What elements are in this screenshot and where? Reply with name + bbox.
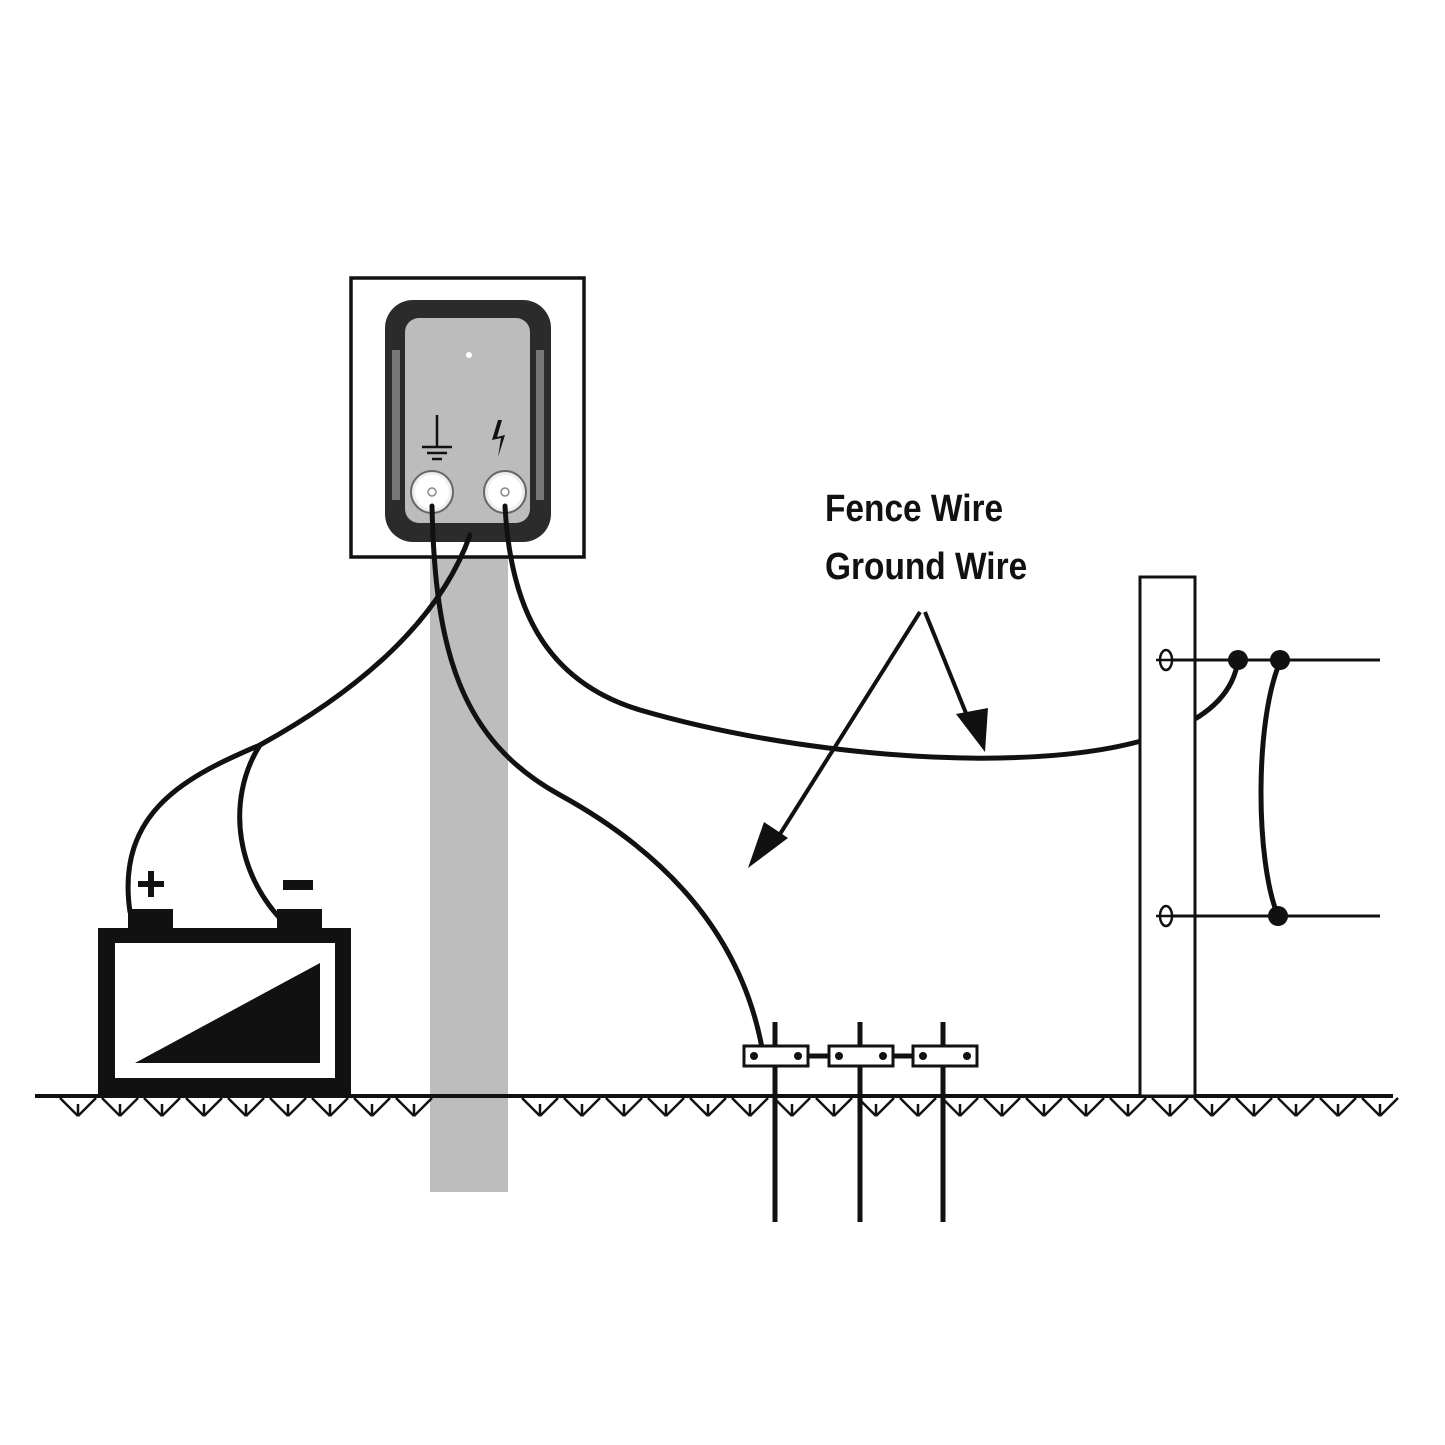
hatch-mark <box>959 1097 979 1117</box>
ground-hatching <box>59 1097 1399 1117</box>
mounting-post <box>430 557 508 1192</box>
hatch-mark <box>731 1097 751 1117</box>
negative-symbol <box>283 880 313 890</box>
hatch-mark <box>689 1097 709 1117</box>
positive-symbol <box>138 871 164 897</box>
hatch-mark <box>101 1097 121 1117</box>
hatch-mark <box>815 1097 835 1117</box>
hatch-mark <box>521 1097 541 1117</box>
hatch-mark <box>665 1097 685 1117</box>
hatch-mark <box>1319 1097 1339 1117</box>
hatch-mark <box>1169 1097 1189 1117</box>
hatch-mark <box>1277 1097 1297 1117</box>
hatch-mark <box>1067 1097 1087 1117</box>
hatch-mark <box>59 1097 79 1117</box>
ground-wire-label: Ground Wire <box>825 546 1028 588</box>
hatch-mark <box>749 1097 769 1117</box>
hatch-mark <box>605 1097 625 1117</box>
fence-wire-label: Fence Wire <box>825 488 1004 530</box>
rod-clamps <box>742 1044 979 1068</box>
battery <box>98 871 351 1094</box>
insulators <box>1156 648 1176 928</box>
hatch-mark <box>413 1097 433 1117</box>
hatch-mark <box>1235 1097 1255 1117</box>
hatch-mark <box>227 1097 247 1117</box>
hatch-mark <box>983 1097 1003 1117</box>
ground-wire <box>429 503 765 1051</box>
hatch-mark <box>707 1097 727 1117</box>
hatch-mark <box>1193 1097 1213 1117</box>
hatch-mark <box>77 1097 97 1117</box>
hatch-mark <box>287 1097 307 1117</box>
label-arrows <box>748 610 988 868</box>
connection-points <box>1228 650 1290 926</box>
hatch-mark <box>1211 1097 1231 1117</box>
battery-positive-wire <box>125 532 473 915</box>
hatch-mark <box>1151 1097 1171 1117</box>
hatch-mark <box>185 1097 205 1117</box>
hatch-mark <box>161 1097 181 1117</box>
hatch-mark <box>143 1097 163 1117</box>
lightning-bolt-icon <box>492 420 505 457</box>
ground-symbol-icon <box>422 415 452 461</box>
hatch-mark <box>1379 1097 1399 1117</box>
hatch-mark <box>1295 1097 1315 1117</box>
hatch-mark <box>1253 1097 1273 1117</box>
hatch-mark <box>119 1097 139 1117</box>
hatch-mark <box>875 1097 895 1117</box>
hatch-mark <box>269 1097 289 1117</box>
fence-terminal <box>483 470 527 514</box>
energizer-device <box>385 300 551 542</box>
fence-wire <box>502 503 1241 761</box>
hatch-mark <box>353 1097 373 1117</box>
hatch-mark <box>917 1097 937 1117</box>
hatch-mark <box>329 1097 349 1117</box>
hatch-mark <box>1127 1097 1147 1117</box>
hatch-mark <box>1109 1097 1129 1117</box>
hatch-mark <box>539 1097 559 1117</box>
hatch-mark <box>395 1097 415 1117</box>
hatch-mark <box>1001 1097 1021 1117</box>
hatch-mark <box>203 1097 223 1117</box>
hatch-mark <box>581 1097 601 1117</box>
hatch-mark <box>563 1097 583 1117</box>
hatch-mark <box>245 1097 265 1117</box>
hatch-mark <box>1085 1097 1105 1117</box>
battery-negative-wire <box>237 742 295 933</box>
fence-jumper-wire <box>1258 659 1283 919</box>
fence-lines <box>1166 658 1380 918</box>
hatch-mark <box>1337 1097 1357 1117</box>
hatch-mark <box>647 1097 667 1117</box>
hatch-mark <box>791 1097 811 1117</box>
indicator-light <box>466 352 472 358</box>
hatch-mark <box>371 1097 391 1117</box>
hatch-mark <box>833 1097 853 1117</box>
hatch-mark <box>1361 1097 1381 1117</box>
hatch-mark <box>1025 1097 1045 1117</box>
hatch-mark <box>311 1097 331 1117</box>
hatch-mark <box>899 1097 919 1117</box>
hatch-mark <box>623 1097 643 1117</box>
hatch-mark <box>1043 1097 1063 1117</box>
